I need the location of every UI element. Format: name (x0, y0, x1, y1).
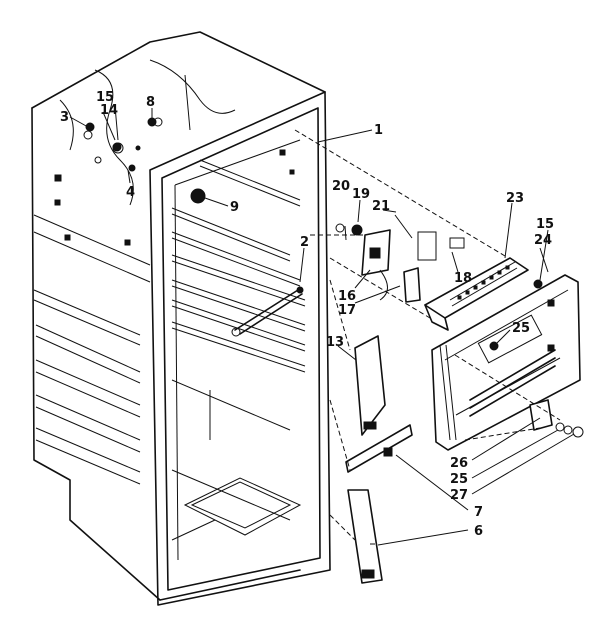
fitting-9 (190, 188, 206, 204)
callout-4: 4 (126, 185, 135, 200)
callout-7: 7 (474, 505, 483, 520)
callout-14: 14 (100, 103, 118, 118)
plate-7 (345, 424, 413, 473)
housing-23 (424, 257, 529, 331)
callout-18: 18 (454, 271, 472, 286)
back-small-parts (85, 117, 157, 172)
callout-6: 6 (474, 524, 483, 539)
callout-16: 16 (338, 289, 356, 304)
callout-25-lower: 25 (450, 472, 468, 487)
callout-labels: 1 2 3 4 6 7 8 9 13 14 15 15 16 17 18 19 … (60, 90, 554, 539)
callout-13: 13 (326, 335, 344, 350)
callout-9: 9 (230, 200, 239, 215)
callout-25-upper: 25 (512, 321, 530, 336)
cabinet-shell (31, 31, 326, 601)
callout-20: 20 (332, 179, 350, 194)
callout-15-left: 15 (96, 90, 114, 105)
callout-24: 24 (534, 233, 552, 248)
callout-27: 27 (450, 488, 468, 503)
callout-19: 19 (352, 187, 370, 202)
callout-8: 8 (146, 95, 155, 110)
callout-3: 3 (60, 110, 69, 125)
callout-2: 2 (300, 235, 309, 250)
callout-15-right: 15 (536, 217, 554, 232)
assembly-dashed-lines (294, 129, 561, 541)
cabinet-liner (149, 91, 331, 606)
panel-6 (347, 489, 383, 584)
callout-1: 1 (374, 123, 383, 138)
callout-17: 17 (338, 303, 356, 318)
fasteners-25-26-27 (529, 399, 584, 438)
callout-21: 21 (372, 199, 390, 214)
drain-tube (231, 286, 304, 337)
callout-23: 23 (506, 191, 524, 206)
bracket-13 (354, 335, 386, 436)
control-panel-24 (431, 274, 581, 451)
control-components (335, 214, 465, 303)
leader-lines (69, 105, 575, 546)
callout-26: 26 (450, 456, 468, 471)
